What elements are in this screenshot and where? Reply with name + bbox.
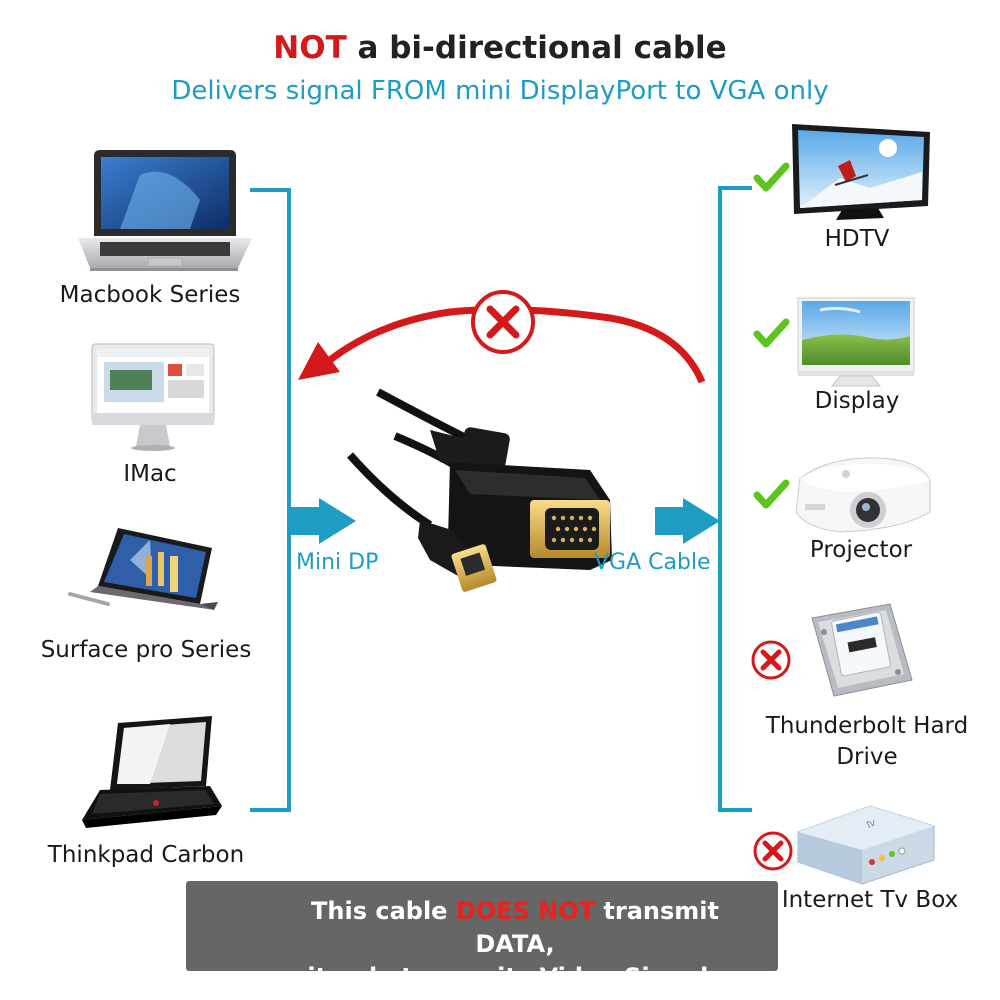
target-bracket bbox=[718, 186, 752, 812]
reverse-blocked-x-icon bbox=[471, 290, 535, 354]
cable-product-image bbox=[347, 388, 612, 592]
warning-text: This cable DOES NOT transmit DATA, it on… bbox=[270, 895, 760, 994]
title-negation: NOT bbox=[273, 30, 347, 66]
display-monitor-icon bbox=[797, 297, 915, 387]
source-label-surface: Surface pro Series bbox=[40, 637, 252, 663]
warning-line1: This cable DOES NOT transmit DATA, bbox=[270, 895, 760, 961]
output-arrow bbox=[655, 498, 720, 544]
svg-text:tv: tv bbox=[865, 817, 877, 831]
warning-line2: it only transmits Video Signals bbox=[307, 963, 723, 991]
input-connector-label: Mini DP bbox=[296, 550, 379, 575]
source-label-imac: IMac bbox=[123, 461, 177, 487]
surface-tablet-icon bbox=[68, 528, 218, 610]
source-label-macbook: Macbook Series bbox=[59, 282, 241, 308]
target-label-projector: Projector bbox=[809, 537, 913, 563]
output-connector-label: VGA Cable bbox=[594, 550, 711, 575]
target-label-display: Display bbox=[814, 388, 900, 414]
hdtv-icon bbox=[792, 124, 930, 220]
source-label-thinkpad: Thinkpad Carbon bbox=[47, 842, 245, 868]
check-icon bbox=[753, 318, 790, 348]
projector-icon bbox=[795, 457, 931, 533]
source-bracket bbox=[250, 188, 291, 812]
input-arrow bbox=[291, 498, 356, 544]
warning-line1-end: transmit DATA, bbox=[475, 897, 719, 958]
unsupported-x-icon bbox=[751, 640, 791, 680]
target-label-hard-drive-line2: Drive bbox=[836, 744, 898, 770]
target-label-hdtv: HDTV bbox=[824, 226, 890, 252]
check-icon bbox=[753, 162, 790, 192]
warning-box bbox=[186, 881, 778, 971]
thinkpad-icon bbox=[82, 716, 222, 828]
subtitle: Delivers signal FROM mini DisplayPort to… bbox=[171, 76, 829, 106]
tv-box-icon: tv bbox=[797, 805, 935, 885]
macbook-icon bbox=[78, 150, 252, 271]
warning-negation: DOES NOT bbox=[455, 897, 596, 925]
imac-icon bbox=[91, 343, 215, 451]
hard-drive-icon bbox=[811, 603, 913, 697]
target-label-tv-box: Internet Tv Box bbox=[781, 887, 959, 913]
title-rest: a bi-directional cable bbox=[346, 30, 727, 66]
main-title: NOT a bi-directional cable bbox=[0, 30, 1000, 66]
target-label-hard-drive-line1: Thunderbolt Hard bbox=[765, 713, 969, 739]
unsupported-x-icon bbox=[753, 831, 793, 871]
check-icon bbox=[753, 479, 790, 509]
warning-line1-start: This cable bbox=[311, 897, 456, 925]
